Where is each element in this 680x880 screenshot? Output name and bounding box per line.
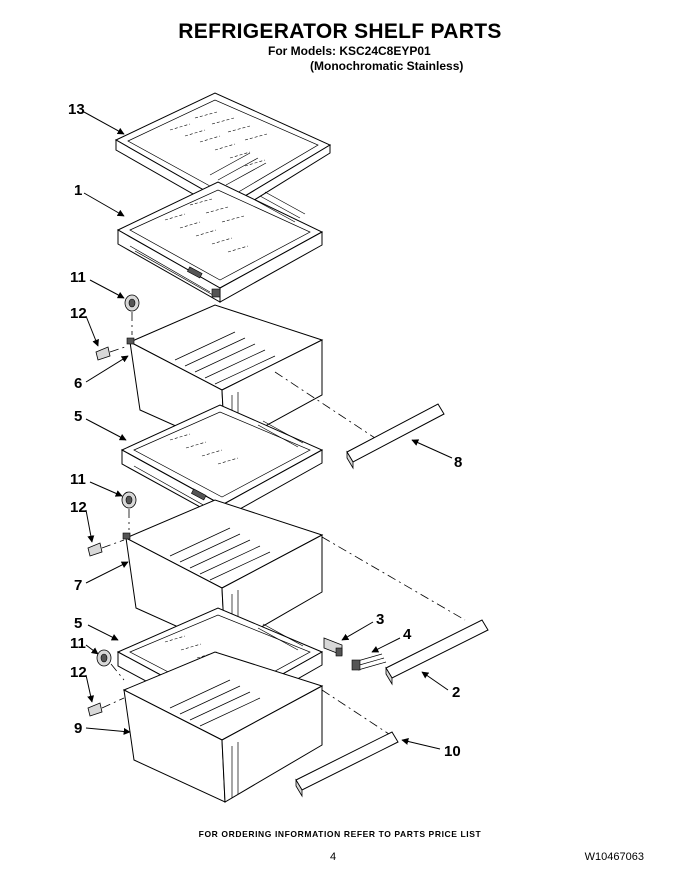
bracket-3 (323, 637, 343, 657)
ordering-note: FOR ORDERING INFORMATION REFER TO PARTS … (198, 829, 482, 839)
callout-6: 6 (74, 375, 82, 392)
callout-9: 9 (74, 720, 82, 737)
callout-11-middle: 11 (70, 471, 86, 488)
screw-12-lower (87, 697, 125, 717)
rail-8 (346, 403, 445, 470)
callout-5-lower: 5 (74, 615, 82, 632)
variant-line: (Monochromatic Stainless) (310, 59, 464, 73)
shelf-frame-1 (116, 181, 324, 303)
callout-12-lower: 12 (70, 664, 87, 681)
rail-10 (295, 731, 399, 798)
roller-11-upper (124, 294, 140, 335)
callout-10: 10 (444, 743, 461, 760)
shelf-frame-5-middle (120, 404, 324, 520)
callout-5-middle: 5 (74, 408, 82, 425)
screw-12-middle (87, 539, 125, 557)
callout-13: 13 (68, 101, 85, 118)
callout-11-upper: 11 (70, 269, 86, 286)
callout-3: 3 (376, 611, 384, 628)
rail-2 (385, 619, 489, 686)
drawer-pan-9 (122, 651, 396, 803)
callout-11-lower: 11 (70, 635, 86, 652)
callout-12-upper: 12 (70, 305, 87, 322)
callout-8: 8 (454, 454, 462, 471)
page-number: 4 (330, 851, 337, 863)
roller-11-middle (121, 491, 137, 530)
clip-4 (351, 653, 387, 671)
page-title: REFRIGERATOR SHELF PARTS (178, 20, 502, 43)
drawer-pan-7 (122, 499, 466, 649)
callout-7: 7 (74, 577, 82, 594)
screw-12-upper (95, 345, 129, 361)
models-line: For Models: KSC24C8EYP01 (268, 44, 431, 58)
leader-lines (83, 111, 453, 750)
document-number: W10467063 (584, 851, 644, 863)
callout-2: 2 (452, 684, 460, 701)
callout-1: 1 (74, 182, 82, 199)
callout-4: 4 (403, 626, 412, 643)
roller-11-lower (96, 649, 125, 681)
callout-12-middle: 12 (70, 499, 87, 516)
